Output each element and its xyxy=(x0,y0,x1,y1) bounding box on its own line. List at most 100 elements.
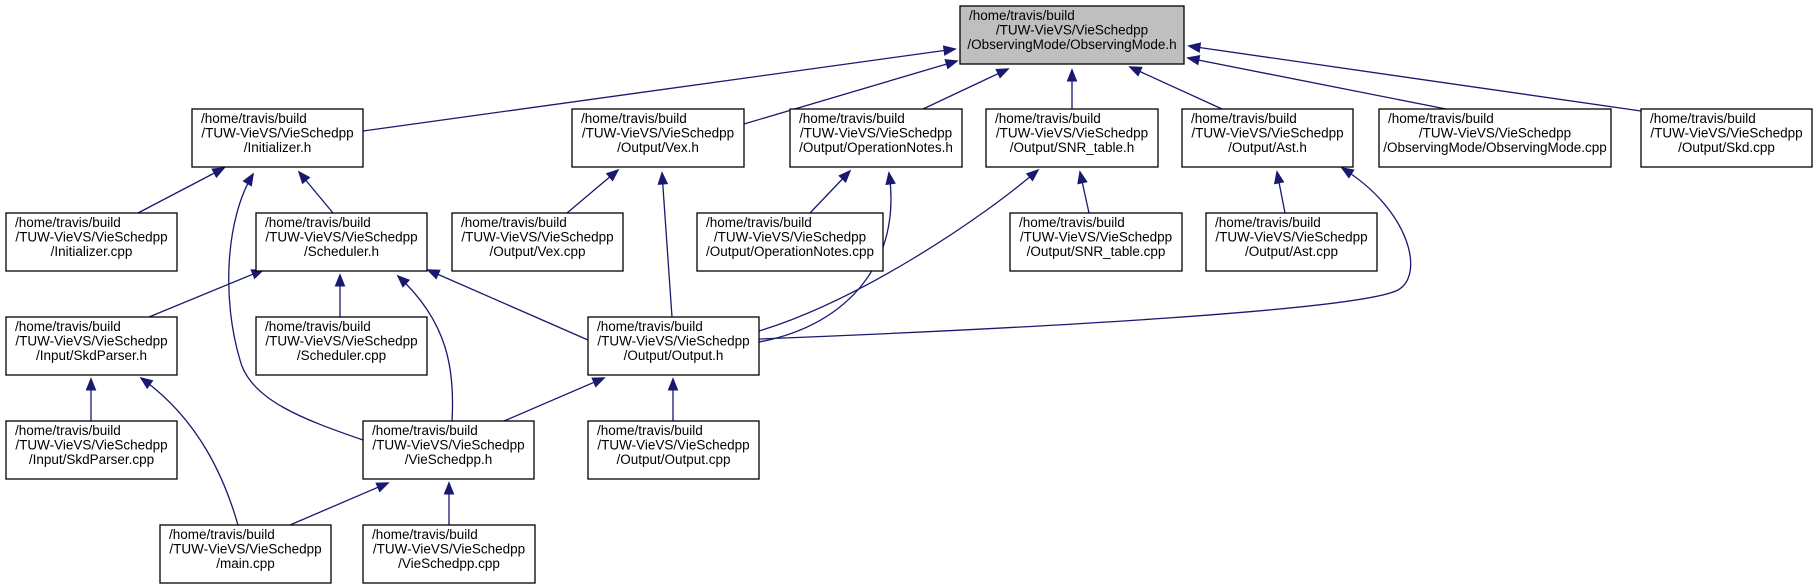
edge-vieschedpp_h-to-scheduler_h xyxy=(396,274,454,422)
node-skdparser-cpp[interactable]: /home/travis/build/TUW-VieVS/VieSchedpp/… xyxy=(5,420,178,480)
node-ast-h[interactable]: /home/travis/build/TUW-VieVS/VieSchedpp/… xyxy=(1181,108,1354,168)
node-snr-table-h[interactable]: /home/travis/build/TUW-VieVS/VieSchedpp/… xyxy=(985,108,1159,168)
node-scheduler-cpp[interactable]: /home/travis/build/TUW-VieVS/VieSchedpp/… xyxy=(255,316,428,376)
edge-operationnotes_cpp-to-operationnotes_h xyxy=(809,169,852,214)
node-label-line: /TUW-VieVS/VieSchedpp xyxy=(1020,230,1172,245)
edge-line xyxy=(289,482,389,526)
edge-snr_table_cpp-to-snr_table_h xyxy=(1077,170,1090,214)
arrowhead-icon xyxy=(1025,168,1040,182)
arrowhead-icon xyxy=(944,59,959,70)
edge-main_cpp-to-vieschedpp_h xyxy=(289,482,390,526)
edge-vieschedpp_h-to-output_h xyxy=(503,377,606,422)
node-output-h[interactable]: /home/travis/build/TUW-VieVS/VieSchedpp/… xyxy=(587,316,760,376)
arrowhead-icon xyxy=(297,170,311,185)
node-label-line: /home/travis/build xyxy=(1388,111,1494,126)
node-label-line: /Input/SkdParser.h xyxy=(36,348,147,363)
node-label-line: /Output/Skd.cpp xyxy=(1678,140,1775,155)
arrowhead-icon xyxy=(1128,66,1143,77)
edge-observingmode_cpp-to-observingmode_h xyxy=(1186,54,1447,110)
node-box xyxy=(789,108,963,168)
node-label-line: /home/travis/build xyxy=(15,423,121,438)
node-scheduler-h[interactable]: /home/travis/build/TUW-VieVS/VieSchedpp/… xyxy=(255,212,428,272)
edge-output_h-to-ast_h xyxy=(758,166,1412,340)
node-vex-h[interactable]: /home/travis/build/TUW-VieVS/VieSchedpp/… xyxy=(571,108,745,168)
node-label-line: /home/travis/build xyxy=(1215,215,1321,230)
node-box xyxy=(1181,108,1354,168)
arrowhead-icon xyxy=(334,273,346,287)
node-label-line: /TUW-VieVS/VieSchedpp xyxy=(461,230,613,245)
node-vieschedpp-cpp[interactable]: /home/travis/build/TUW-VieVS/VieSchedpp/… xyxy=(362,524,536,584)
node-output-cpp[interactable]: /home/travis/build/TUW-VieVS/VieSchedpp/… xyxy=(587,420,760,480)
node-observingmode-h[interactable]: /home/travis/build/TUW-VieVS/VieSchedpp/… xyxy=(959,5,1185,65)
arrowhead-icon xyxy=(139,376,154,390)
node-main-cpp[interactable]: /home/travis/build/TUW-VieVS/VieSchedpp/… xyxy=(159,524,332,584)
node-box xyxy=(696,212,884,272)
node-label-line: /Output/Ast.h xyxy=(1228,140,1307,155)
edge-skdparser_h-to-scheduler_h xyxy=(148,269,265,318)
arrowhead-icon xyxy=(375,482,390,493)
node-box xyxy=(959,5,1185,65)
node-label-line: /home/travis/build xyxy=(372,527,478,542)
node-label-line: /TUW-VieVS/VieSchedpp xyxy=(265,230,417,245)
node-label-line: /Output/Output.cpp xyxy=(616,452,730,467)
node-label-line: /Input/SkdParser.cpp xyxy=(29,452,154,467)
edge-line xyxy=(137,167,225,214)
node-box xyxy=(587,316,760,376)
node-vex-cpp[interactable]: /home/travis/build/TUW-VieVS/VieSchedpp/… xyxy=(451,212,624,272)
arrowhead-icon xyxy=(443,481,455,495)
node-label-line: /TUW-VieVS/VieSchedpp xyxy=(15,334,167,349)
node-box xyxy=(1205,212,1378,272)
node-label-line: /TUW-VieVS/VieSchedpp xyxy=(800,126,952,141)
node-initializer-h[interactable]: /home/travis/build/TUW-VieVS/VieSchedpp/… xyxy=(191,108,364,168)
node-observingmode-cpp[interactable]: /home/travis/build/TUW-VieVS/VieSchedpp/… xyxy=(1378,108,1612,168)
node-skd-cpp[interactable]: /home/travis/build/TUW-VieVS/VieSchedpp/… xyxy=(1640,108,1813,168)
node-label-line: /Output/Vex.cpp xyxy=(489,244,585,259)
node-operationnotes-cpp[interactable]: /home/travis/build/TUW-VieVS/VieSchedpp/… xyxy=(696,212,884,272)
edge-line xyxy=(397,275,454,422)
node-label-line: /VieSchedpp.cpp xyxy=(398,556,500,571)
edge-line xyxy=(503,377,605,422)
edge-line xyxy=(758,169,1039,332)
node-label-line: /TUW-VieVS/VieSchedpp xyxy=(996,126,1148,141)
node-vieschedpp-h[interactable]: /home/travis/build/TUW-VieVS/VieSchedpp/… xyxy=(362,420,535,480)
node-label-line: /Output/Ast.cpp xyxy=(1245,244,1338,259)
arrowhead-icon xyxy=(1066,68,1078,82)
node-label-line: /home/travis/build xyxy=(201,111,307,126)
node-label-line: /Output/SNR_table.h xyxy=(1010,140,1135,155)
edge-output_cpp-to-output_h xyxy=(667,377,679,421)
edges-layer xyxy=(85,42,1642,526)
node-box xyxy=(5,212,178,272)
node-snr-table-cpp[interactable]: /home/travis/build/TUW-VieVS/VieSchedpp/… xyxy=(1009,212,1183,272)
arrowhead-icon xyxy=(667,377,679,391)
arrowhead-icon xyxy=(426,269,441,280)
arrowhead-icon xyxy=(242,172,254,187)
edge-scheduler_cpp-to-scheduler_h xyxy=(334,273,346,317)
edge-skdparser_cpp-to-skdparser_h xyxy=(85,377,97,421)
node-label-line: /home/travis/build xyxy=(995,111,1101,126)
node-label-line: /TUW-VieVS/VieSchedpp xyxy=(373,542,525,557)
node-box xyxy=(255,316,428,376)
node-ast-cpp[interactable]: /home/travis/build/TUW-VieVS/VieSchedpp/… xyxy=(1205,212,1378,272)
edge-line xyxy=(743,60,958,125)
node-initializer-cpp[interactable]: /home/travis/build/TUW-VieVS/VieSchedpp/… xyxy=(5,212,178,272)
node-label-line: /Output/OperationNotes.cpp xyxy=(706,244,874,259)
node-box xyxy=(255,212,428,272)
edge-vieschedpp_cpp-to-vieschedpp_h xyxy=(443,481,455,525)
node-box xyxy=(5,420,178,480)
node-label-line: /TUW-VieVS/VieSchedpp xyxy=(996,23,1148,38)
edge-line xyxy=(148,269,264,318)
edge-line xyxy=(228,173,364,441)
node-label-line: /Output/Output.h xyxy=(624,348,724,363)
node-box xyxy=(362,524,536,584)
edge-line xyxy=(661,172,673,318)
node-label-line: /home/travis/build xyxy=(581,111,687,126)
node-operationnotes-h[interactable]: /home/travis/build/TUW-VieVS/VieSchedpp/… xyxy=(789,108,963,168)
node-label-line: /home/travis/build xyxy=(169,527,275,542)
node-skdparser-h[interactable]: /home/travis/build/TUW-VieVS/VieSchedpp/… xyxy=(5,316,178,376)
arrowhead-icon xyxy=(1273,170,1285,185)
node-label-line: /TUW-VieVS/VieSchedpp xyxy=(201,126,353,141)
edge-ast_h-to-observingmode_h xyxy=(1128,66,1223,110)
node-box xyxy=(587,420,760,480)
node-box xyxy=(1009,212,1183,272)
